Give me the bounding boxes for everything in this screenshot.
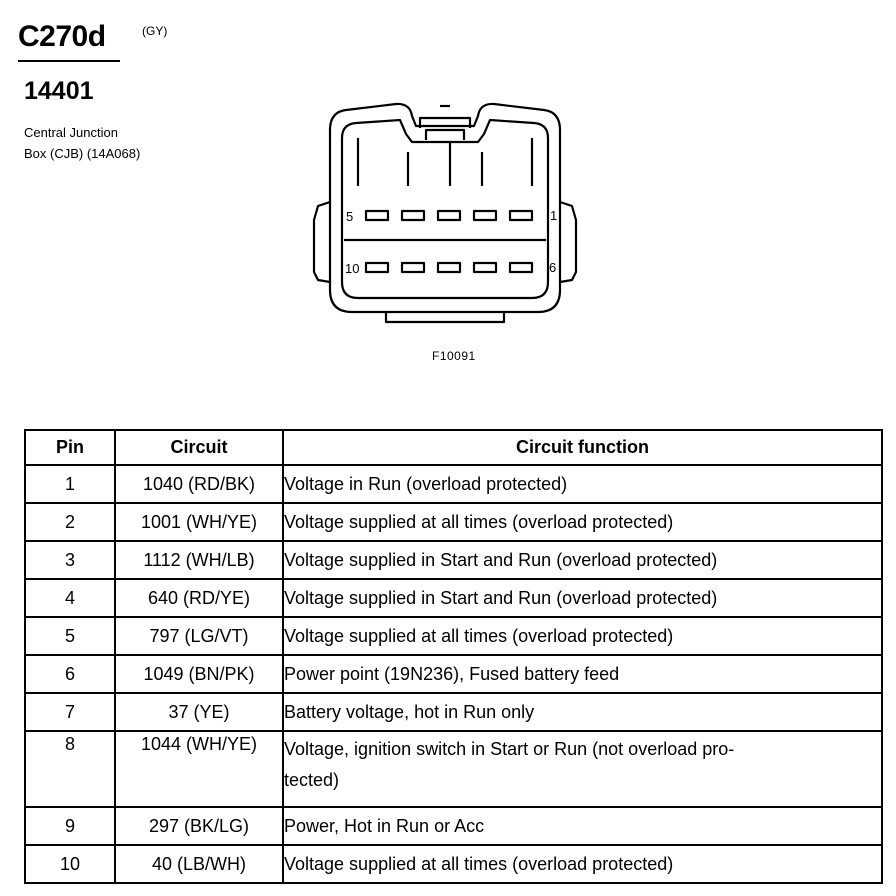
component-description-line2: Box (CJB) (14A068): [24, 146, 141, 161]
table-header-row: Pin Circuit Circuit function: [24, 429, 883, 466]
pin-cell: 1: [24, 464, 116, 504]
function-cell: Voltage in Run (overload protected): [282, 464, 883, 504]
table-row: 4 640 (RD/YE) Voltage supplied in Start …: [24, 578, 883, 618]
function-cell: Power point (19N236), Fused battery feed: [282, 654, 883, 694]
pin-cell: 10: [24, 844, 116, 884]
function-cell: Voltage supplied at all times (overload …: [282, 616, 883, 656]
function-cell: Voltage supplied at all times (overload …: [282, 502, 883, 542]
table-row: 5 797 (LG/VT) Voltage supplied at all ti…: [24, 616, 883, 656]
circuit-cell: 1044 (WH/YE): [114, 730, 284, 808]
table-row: 10 40 (LB/WH) Voltage supplied at all ti…: [24, 844, 883, 884]
function-cell: Voltage, ignition switch in Start or Run…: [282, 730, 883, 808]
table-row: 8 1044 (WH/YE) Voltage, ignition switch …: [24, 730, 883, 808]
header-circuit-function: Circuit function: [282, 429, 883, 466]
circuit-cell: 1001 (WH/YE): [114, 502, 284, 542]
function-cell: Voltage supplied at all times (overload …: [282, 844, 883, 884]
table-row: 1 1040 (RD/BK) Voltage in Run (overload …: [24, 464, 883, 504]
header-pin: Pin: [24, 429, 116, 466]
connector-id: C270d: [18, 20, 106, 53]
function-cell: Power, Hot in Run or Acc: [282, 806, 883, 846]
pin-label-1: 1: [550, 208, 557, 223]
pin-cell: 4: [24, 578, 116, 618]
pin-label-6: 6: [549, 260, 556, 275]
pin-cell: 6: [24, 654, 116, 694]
circuit-cell: 297 (BK/LG): [114, 806, 284, 846]
table-row: 6 1049 (BN/PK) Power point (19N236), Fus…: [24, 654, 883, 694]
pin-cell: 2: [24, 502, 116, 542]
circuit-cell: 40 (LB/WH): [114, 844, 284, 884]
pin-cell: 8: [24, 730, 116, 808]
function-cell: Battery voltage, hot in Run only: [282, 692, 883, 732]
circuit-cell: 1112 (WH/LB): [114, 540, 284, 580]
pin-label-5: 5: [346, 209, 353, 224]
figure-id: F10091: [432, 349, 476, 363]
circuit-cell: 640 (RD/YE): [114, 578, 284, 618]
circuit-cell: 797 (LG/VT): [114, 616, 284, 656]
circuit-cell: 1040 (RD/BK): [114, 464, 284, 504]
pin-cell: 7: [24, 692, 116, 732]
connector-color-code: (GY): [142, 24, 168, 38]
pin-cell: 9: [24, 806, 116, 846]
table-row: 2 1001 (WH/YE) Voltage supplied at all t…: [24, 502, 883, 542]
pinout-table: Pin Circuit Circuit function 1 1040 (RD/…: [24, 429, 883, 884]
circuit-cell: 37 (YE): [114, 692, 284, 732]
table-row: 9 297 (BK/LG) Power, Hot in Run or Acc: [24, 806, 883, 846]
circuit-cell: 1049 (BN/PK): [114, 654, 284, 694]
function-text-line1: Voltage, ignition switch in Start or Run…: [284, 739, 735, 759]
function-text-line2: tected): [284, 770, 340, 790]
connector-face-diagram: 5 1 10 6: [312, 102, 578, 324]
table-row: 3 1112 (WH/LB) Voltage supplied in Start…: [24, 540, 883, 580]
function-cell: Voltage supplied in Start and Run (overl…: [282, 540, 883, 580]
pin-cell: 3: [24, 540, 116, 580]
part-number: 14401: [24, 77, 94, 105]
pin-label-10: 10: [345, 261, 359, 276]
function-cell: Voltage supplied in Start and Run (overl…: [282, 578, 883, 618]
connector-id-underline: [18, 60, 120, 62]
pin-cell: 5: [24, 616, 116, 656]
table-row: 7 37 (YE) Battery voltage, hot in Run on…: [24, 692, 883, 732]
component-description-line1: Central Junction: [24, 125, 118, 140]
header-circuit: Circuit: [114, 429, 284, 466]
